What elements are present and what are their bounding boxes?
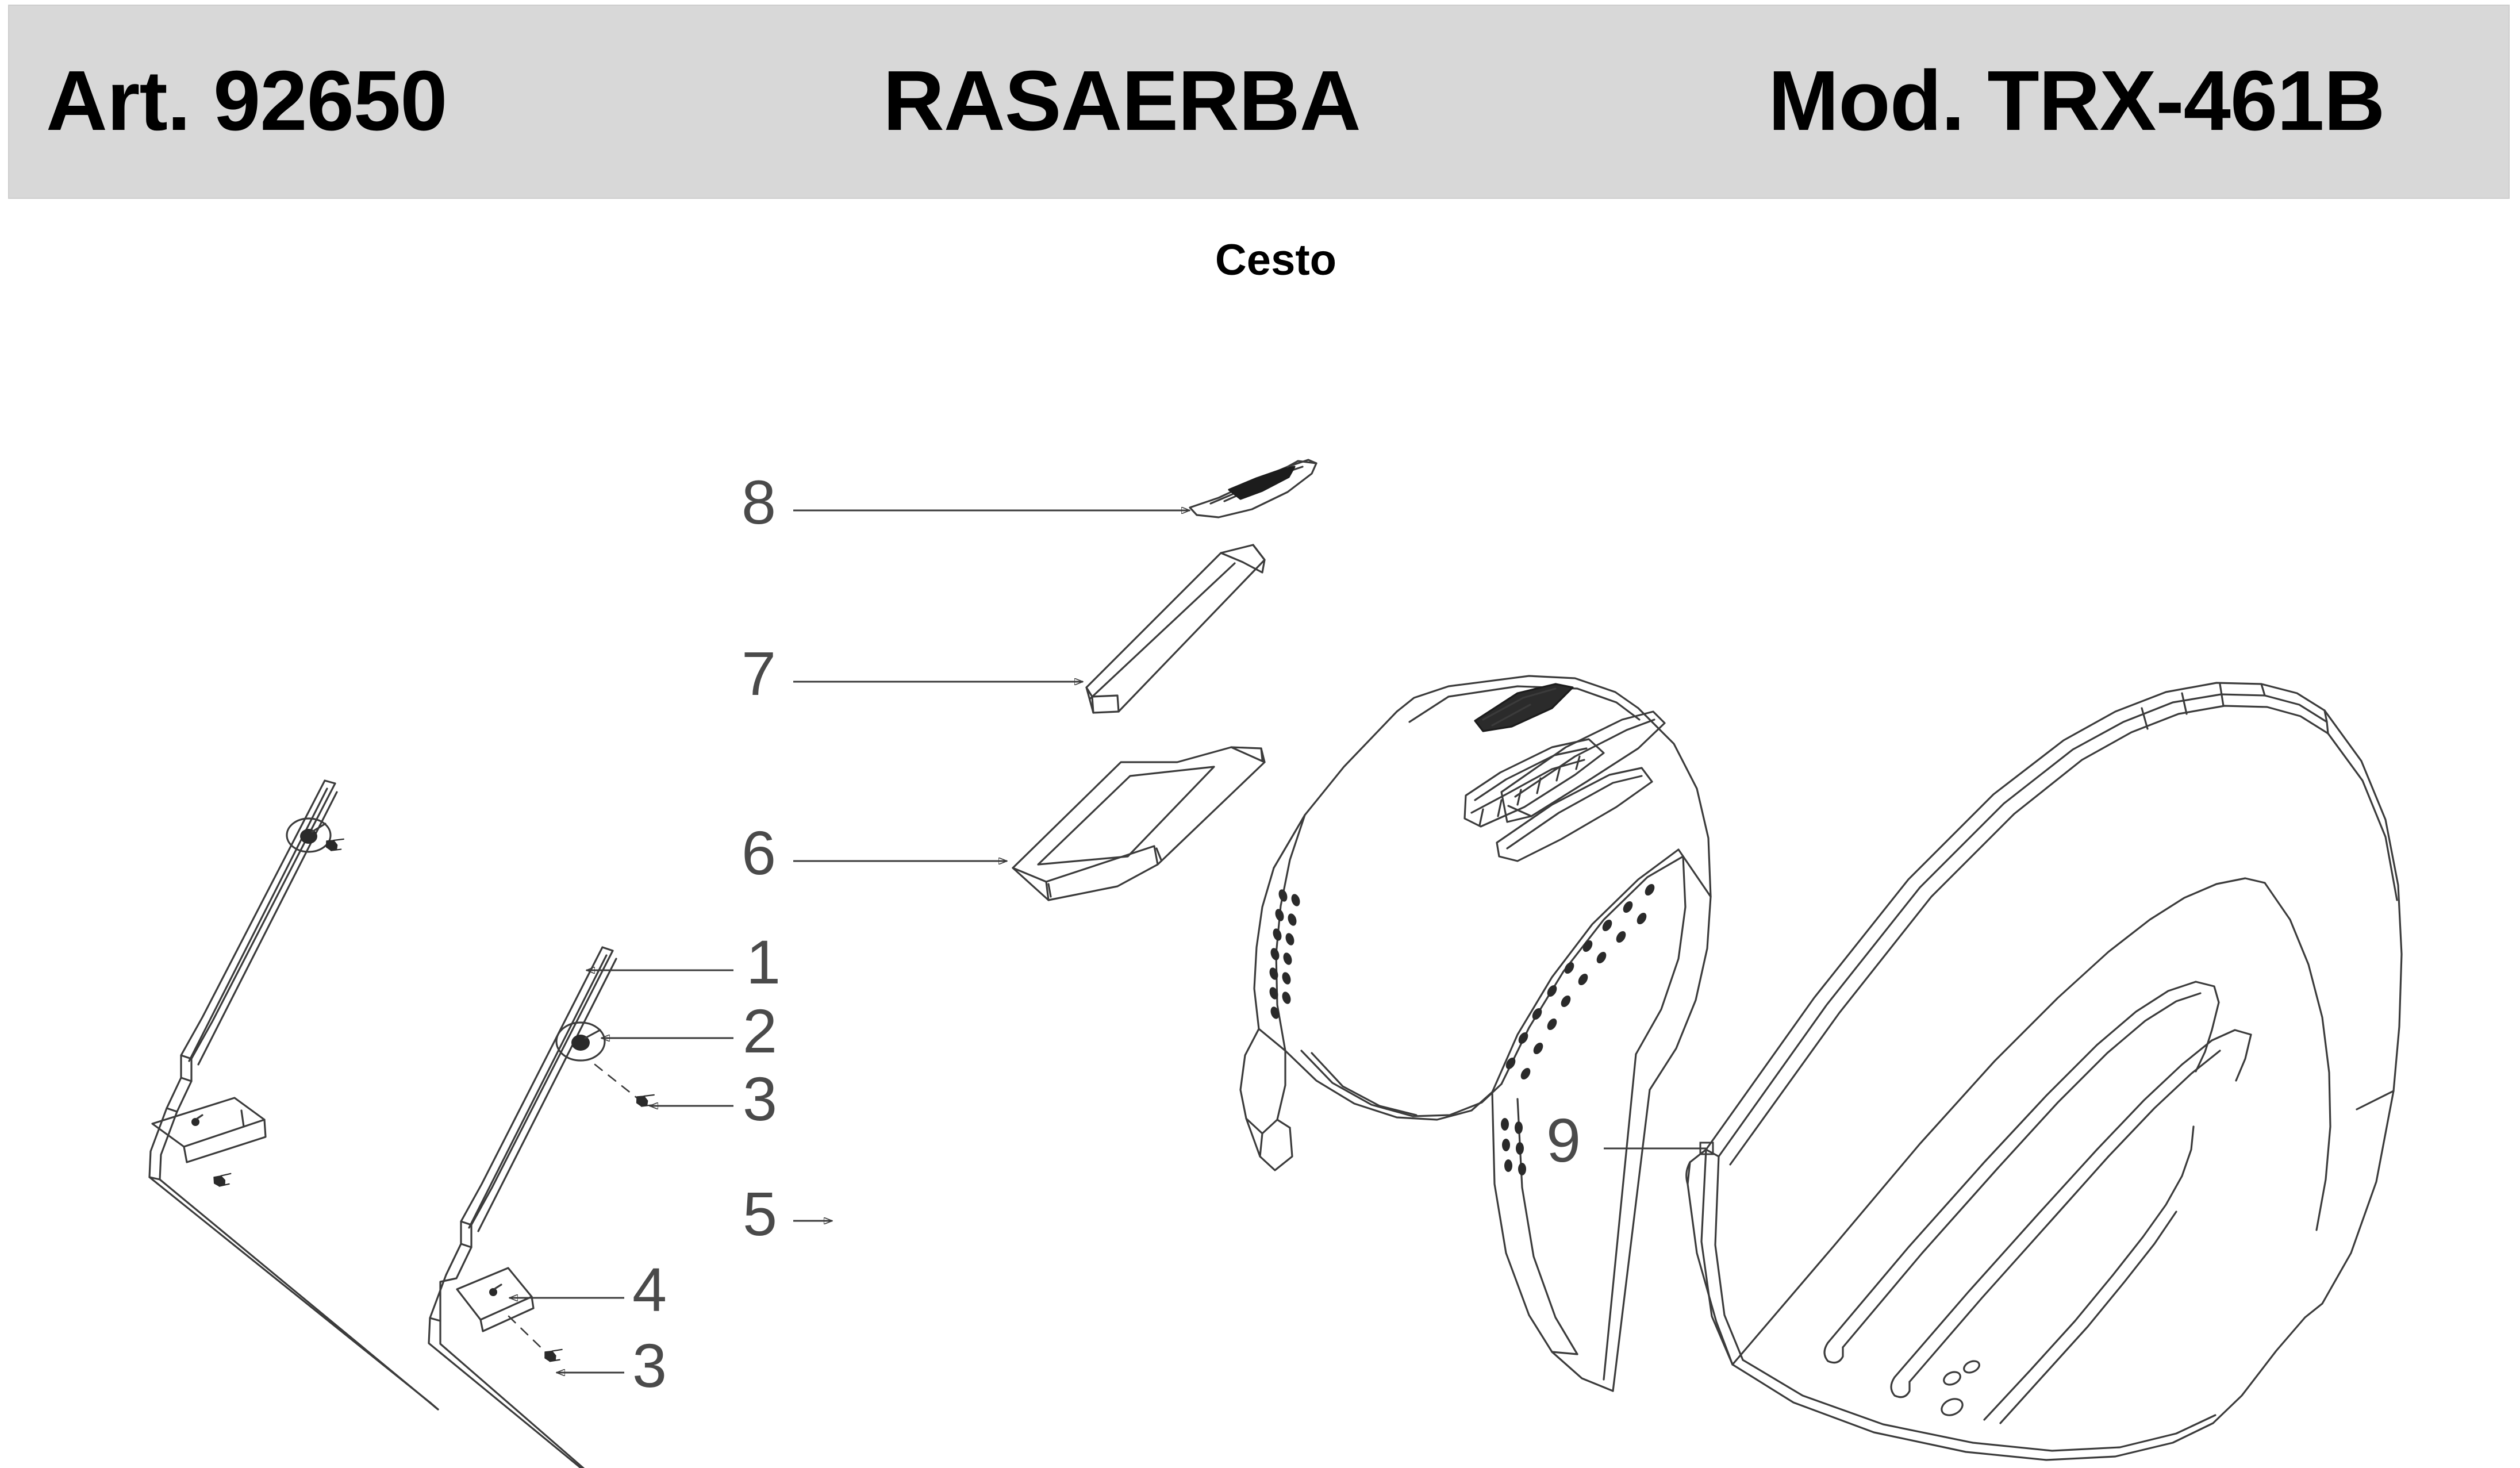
page-subtitle: Cesto	[0, 239, 2520, 282]
callout-number-4[interactable]: 4	[632, 1255, 667, 1324]
basket-shell-center	[1239, 675, 1712, 1392]
washer-part2	[555, 1021, 644, 1104]
callout-leader-lines	[509, 510, 1714, 1373]
washer-left-upper	[286, 817, 332, 853]
model-number-label: Mod. TRX-461B	[1768, 53, 2385, 148]
callout-number-3-upper[interactable]: 3	[743, 1064, 778, 1133]
latch-clip-part8	[1189, 459, 1317, 518]
wire-frame-right	[428, 946, 617, 1468]
callout-number-9[interactable]: 9	[1546, 1105, 1581, 1175]
bracket-plate-left	[151, 1097, 267, 1163]
screw-left-upper	[322, 832, 347, 855]
header-band: Art. 92650 RASAERBA Mod. TRX-461B	[8, 5, 2510, 199]
screw-lower-right	[541, 1343, 565, 1366]
seal-strip-part7	[1085, 544, 1266, 714]
grass-catcher-assembly-part9	[1685, 682, 2403, 1461]
subtitle-text: Cesto	[1215, 236, 1337, 285]
bracket-plate-right	[456, 1267, 550, 1356]
window-bezel-part6	[1012, 746, 1266, 901]
callout-number-7[interactable]: 7	[742, 639, 777, 708]
machine-type-label: RASAERBA	[883, 53, 1361, 148]
callout-number-2[interactable]: 2	[743, 996, 778, 1066]
wire-frame-left	[148, 779, 439, 1411]
screw-left-lower	[210, 1168, 233, 1190]
callout-number-5[interactable]: 5	[743, 1179, 778, 1248]
leader-9-endcap	[1699, 1142, 1714, 1155]
callout-number-8[interactable]: 8	[742, 467, 777, 537]
callout-number-3-lower[interactable]: 3	[632, 1331, 667, 1400]
callout-number-6[interactable]: 6	[742, 818, 777, 887]
article-number-label: Art. 92650	[46, 53, 448, 148]
callout-number-1[interactable]: 1	[746, 927, 781, 997]
